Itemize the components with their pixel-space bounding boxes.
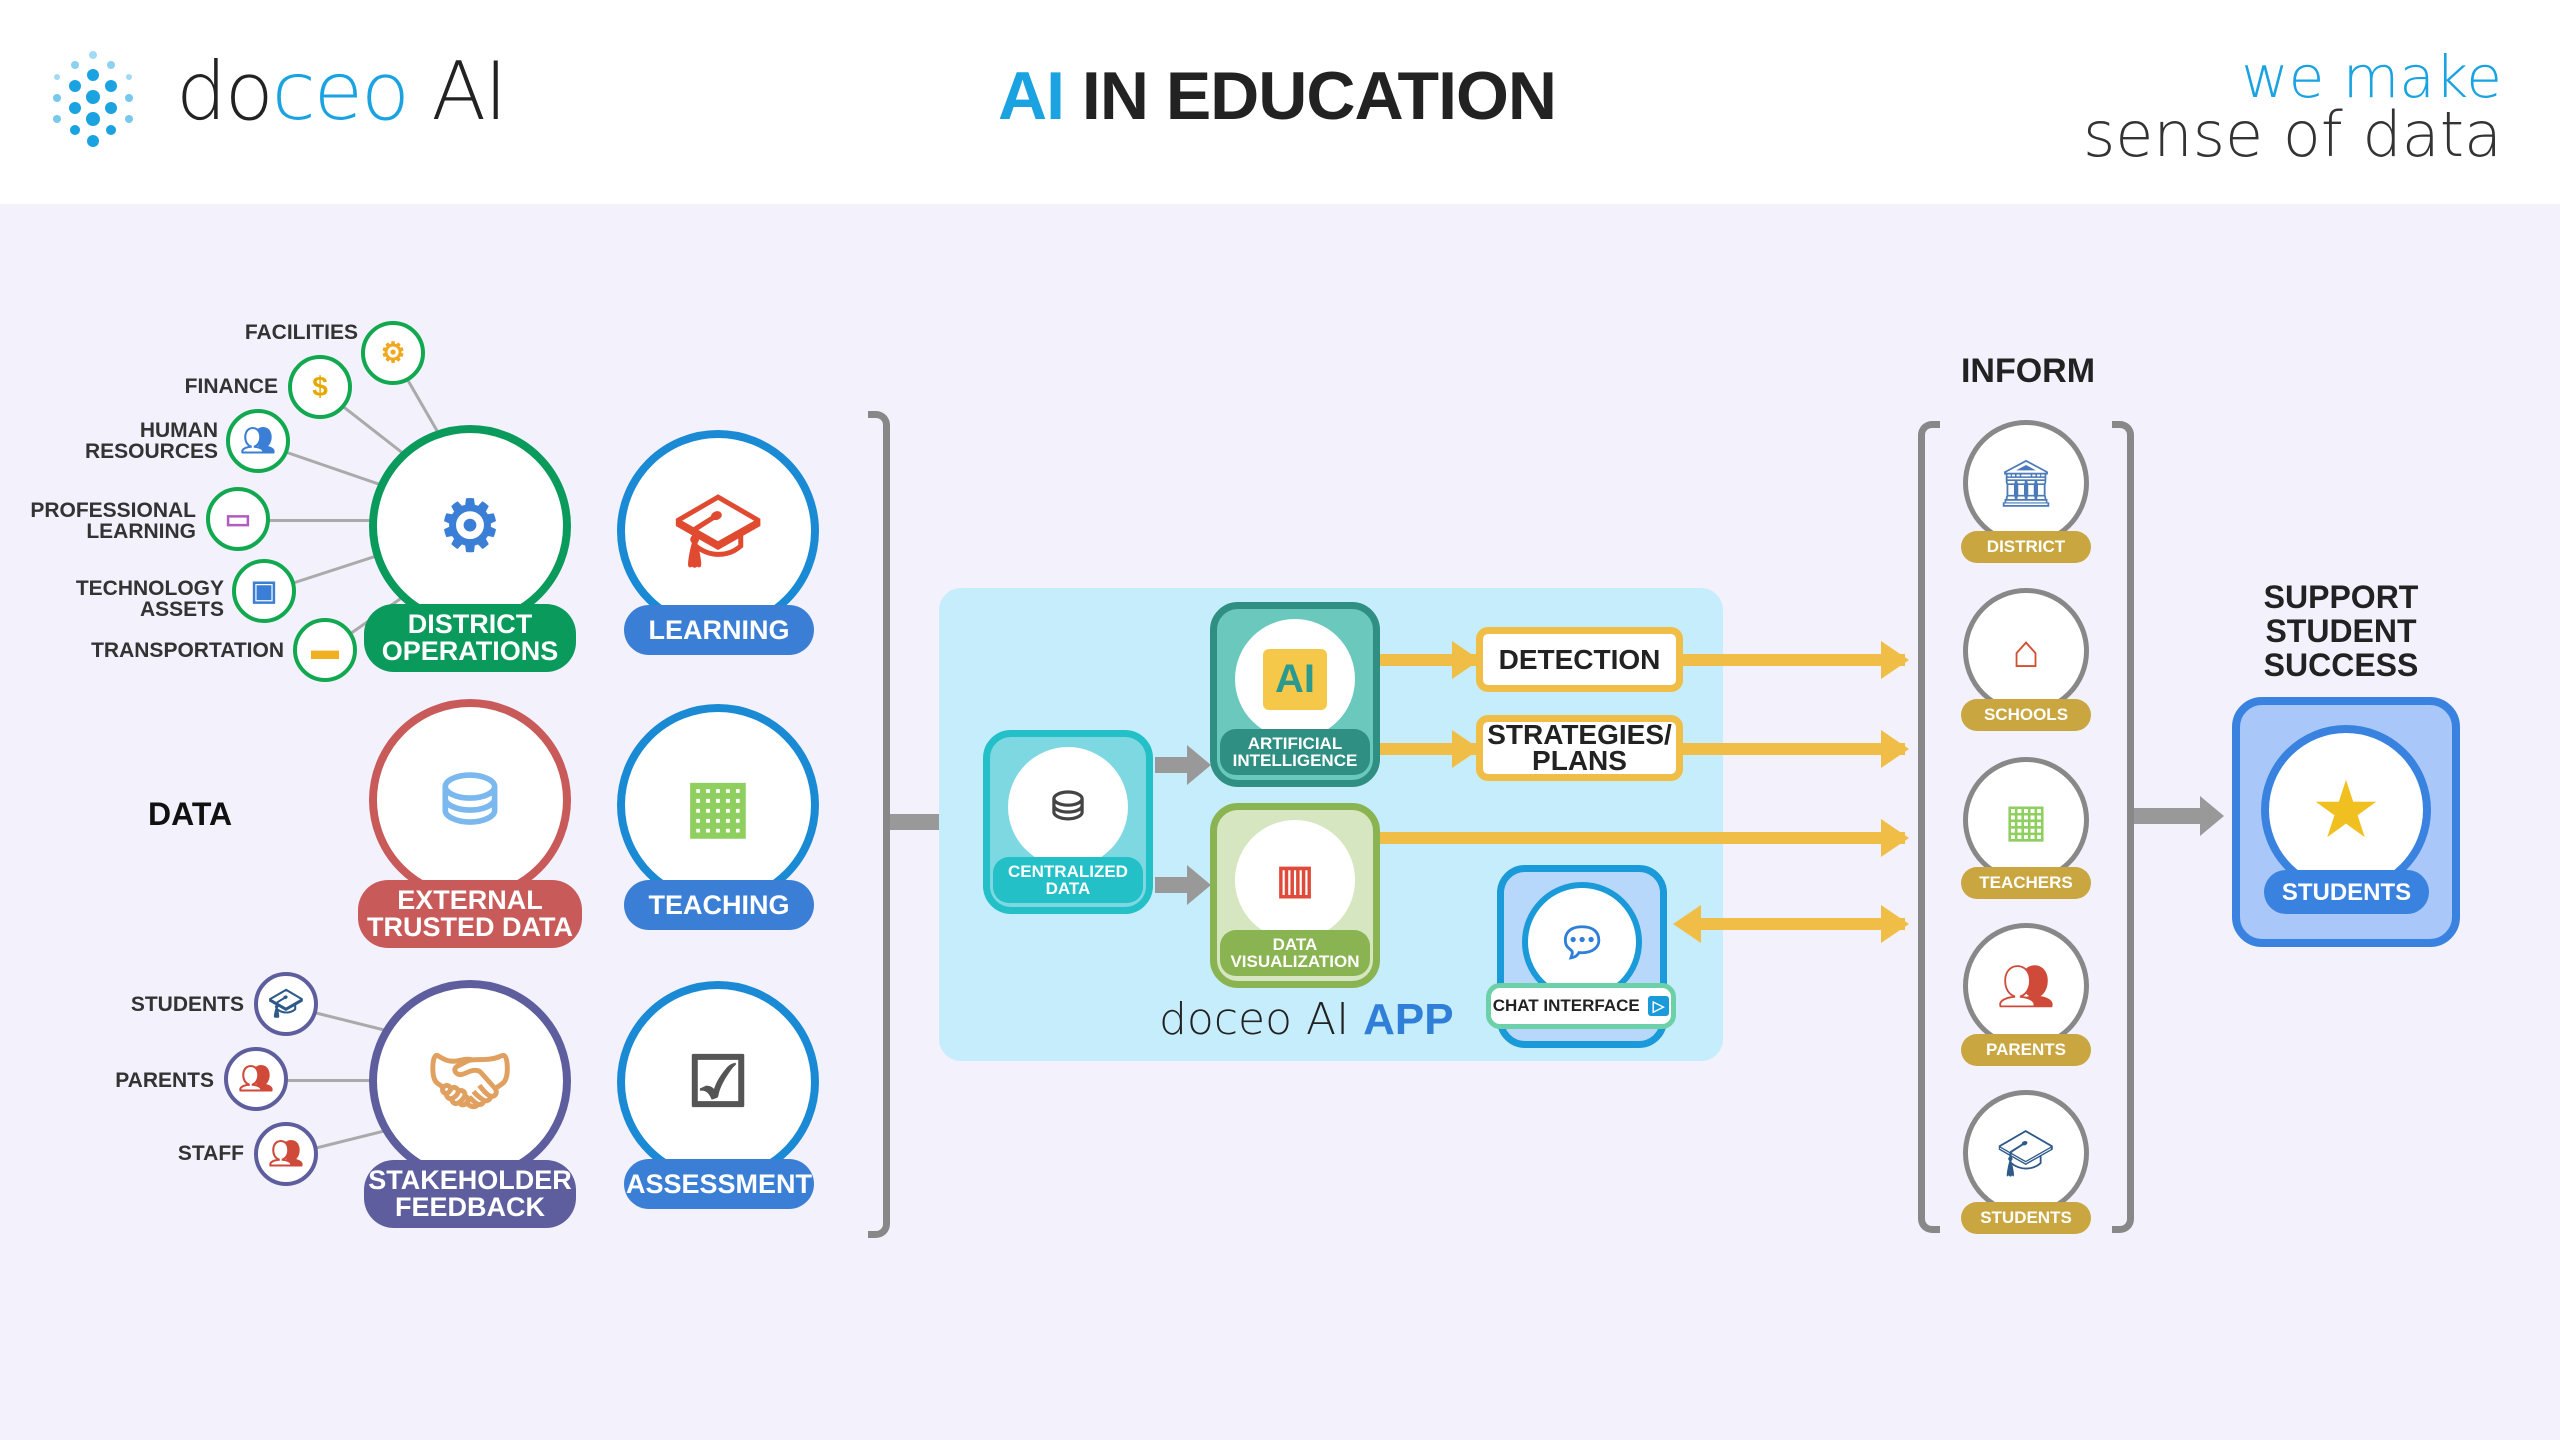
inform-students-label: STUDENTS bbox=[1961, 1202, 2091, 1234]
artificial-intelligence-module: AI ARTIFICIAL INTELLIGENCE bbox=[1210, 602, 1380, 787]
centralized-data-label: CENTRALIZED DATA bbox=[993, 857, 1143, 903]
inform-schools-label: SCHOOLS bbox=[1961, 699, 2091, 731]
label-line: TRUSTED DATA bbox=[367, 912, 573, 942]
people-icon: 👥︎ bbox=[226, 409, 290, 473]
app-brand-suffix: APP bbox=[1363, 995, 1454, 1044]
checklist-clipboard-icon: ☑ bbox=[617, 981, 819, 1183]
arrow-to-ai bbox=[1155, 745, 1211, 785]
label-line: OPERATIONS bbox=[381, 636, 559, 666]
database-network-icon: ⛁ bbox=[369, 699, 571, 901]
student-icon: 🎓︎ bbox=[254, 972, 318, 1036]
title-line: SUCCESS bbox=[2263, 647, 2419, 683]
ai-label: ARTIFICIAL INTELLIGENCE bbox=[1220, 729, 1370, 775]
graduate-icon: 🎓︎ bbox=[1963, 1090, 2089, 1216]
staff-label: STAFF bbox=[177, 1142, 244, 1165]
ai-chip-icon: AI bbox=[1235, 619, 1355, 739]
app-brand-name: doceo AI bbox=[1159, 994, 1350, 1045]
arrow-to-dataviz bbox=[1155, 865, 1211, 905]
students-outcome-label: STUDENTS bbox=[2264, 870, 2429, 914]
learning-label: LEARNING bbox=[624, 605, 814, 655]
teacher-icon: ▦ bbox=[617, 704, 819, 906]
facilities-label: FACILITIES bbox=[244, 321, 358, 344]
district-building-icon: 🏛︎ bbox=[1963, 420, 2089, 546]
chat-bubbles-icon: 💬︎ bbox=[1522, 882, 1642, 1002]
ai-chip-text: AI bbox=[1263, 648, 1327, 710]
school-icon: ⌂ bbox=[1963, 588, 2089, 714]
tagline-2: sense of data bbox=[2082, 98, 2502, 171]
graduate-star-icon: ★ bbox=[2261, 725, 2431, 895]
arrow-chat-inform bbox=[1673, 905, 1909, 943]
handshake-chart-icon: 🤝︎ bbox=[369, 980, 571, 1182]
label-line: EXTERNAL bbox=[397, 885, 543, 915]
arrow-detection-to-inform bbox=[1683, 641, 1909, 679]
inform-teachers-label: TEACHERS bbox=[1961, 867, 2091, 899]
inform-district-label: DISTRICT bbox=[1961, 531, 2091, 563]
parents-icon: 👥︎ bbox=[224, 1047, 288, 1111]
logo-part: do bbox=[176, 45, 274, 138]
bracket bbox=[2112, 421, 2134, 1233]
database-sync-icon: ⛁ bbox=[1008, 747, 1128, 867]
chat-interface-label: CHAT INTERFACE bbox=[1492, 996, 1640, 1015]
connector bbox=[238, 519, 438, 522]
finance-label: FINANCE bbox=[184, 375, 278, 398]
chart-icon: ▥ bbox=[1235, 820, 1355, 940]
technology-assets-label: TECHNOLOGY ASSETS bbox=[75, 577, 224, 621]
arrow-strategies-to-inform bbox=[1683, 730, 1909, 768]
students-label: STUDENTS bbox=[130, 993, 244, 1016]
book-icon: ▭ bbox=[206, 487, 270, 551]
parents-label: PARENTS bbox=[115, 1069, 214, 1092]
title-line: SUPPORT STUDENT bbox=[2263, 579, 2419, 649]
label-line: DISTRICT bbox=[407, 609, 533, 639]
data-visualization-label: DATA VISUALIZATION bbox=[1220, 930, 1370, 976]
label-line: FEEDBACK bbox=[394, 1192, 545, 1222]
monitor-icon: ▣ bbox=[232, 559, 296, 623]
parents-icon: 👥︎ bbox=[1963, 923, 2089, 1049]
teaching-label: TEACHING bbox=[624, 880, 814, 930]
inform-title: INFORM bbox=[1960, 352, 2096, 390]
tagline-1: we make bbox=[2241, 43, 2502, 111]
inform-parents-label: PARENTS bbox=[1961, 1034, 2091, 1066]
chat-interface-input[interactable]: CHAT INTERFACE ▷ bbox=[1486, 983, 1676, 1029]
data-label: DATA bbox=[148, 796, 233, 832]
finance-icon: $ bbox=[288, 355, 352, 419]
logo-part: AI bbox=[431, 45, 507, 138]
header: doceo AI AI IN EDUCATION we make sense o… bbox=[0, 0, 2560, 204]
teacher-icon: ▦ bbox=[1963, 757, 2089, 883]
bus-icon: ▬ bbox=[293, 618, 357, 682]
centralized-data-module: ⛁ CENTRALIZED DATA bbox=[983, 730, 1153, 914]
graduate-reading-icon: 🎓︎ bbox=[617, 430, 819, 632]
bracket bbox=[868, 411, 890, 1238]
title-rest: IN EDUCATION bbox=[1081, 58, 1557, 134]
logo-part: ceo bbox=[271, 45, 410, 138]
arrow-to-students bbox=[2134, 796, 2224, 836]
detection-box: DETECTION bbox=[1476, 627, 1683, 692]
arrow-dataviz-to-inform bbox=[1380, 819, 1909, 857]
bracket bbox=[1918, 421, 1940, 1233]
facilities-icon: ⚙ bbox=[361, 321, 425, 385]
title-accent: AI bbox=[998, 58, 1065, 134]
staff-icon: 👥︎ bbox=[254, 1122, 318, 1186]
app-brand: doceo AI APP bbox=[1159, 998, 1454, 1042]
arrow-connector bbox=[1380, 641, 1480, 679]
professional-learning-label: PROFESSIONAL LEARNING bbox=[30, 499, 196, 543]
logo-dots-icon bbox=[53, 51, 133, 147]
data-visualization-module: ▥ DATA VISUALIZATION bbox=[1210, 803, 1380, 988]
page-title: AI IN EDUCATION bbox=[900, 62, 1654, 130]
human-resources-label: HUMAN RESOURCES bbox=[84, 419, 218, 463]
arrow-connector bbox=[1380, 730, 1480, 768]
connector bbox=[256, 1079, 436, 1082]
strategies-plans-box: STRATEGIES/ PLANS bbox=[1476, 715, 1683, 781]
district-operations-icon: ⚙ bbox=[369, 425, 571, 627]
logo-wordmark: doceo AI bbox=[176, 52, 508, 132]
transportation-label: TRANSPORTATION bbox=[91, 639, 284, 662]
label-line: STAKEHOLDER bbox=[368, 1165, 572, 1195]
send-icon[interactable]: ▷ bbox=[1647, 996, 1670, 1016]
assessment-label: ASSESSMENT bbox=[624, 1159, 814, 1209]
